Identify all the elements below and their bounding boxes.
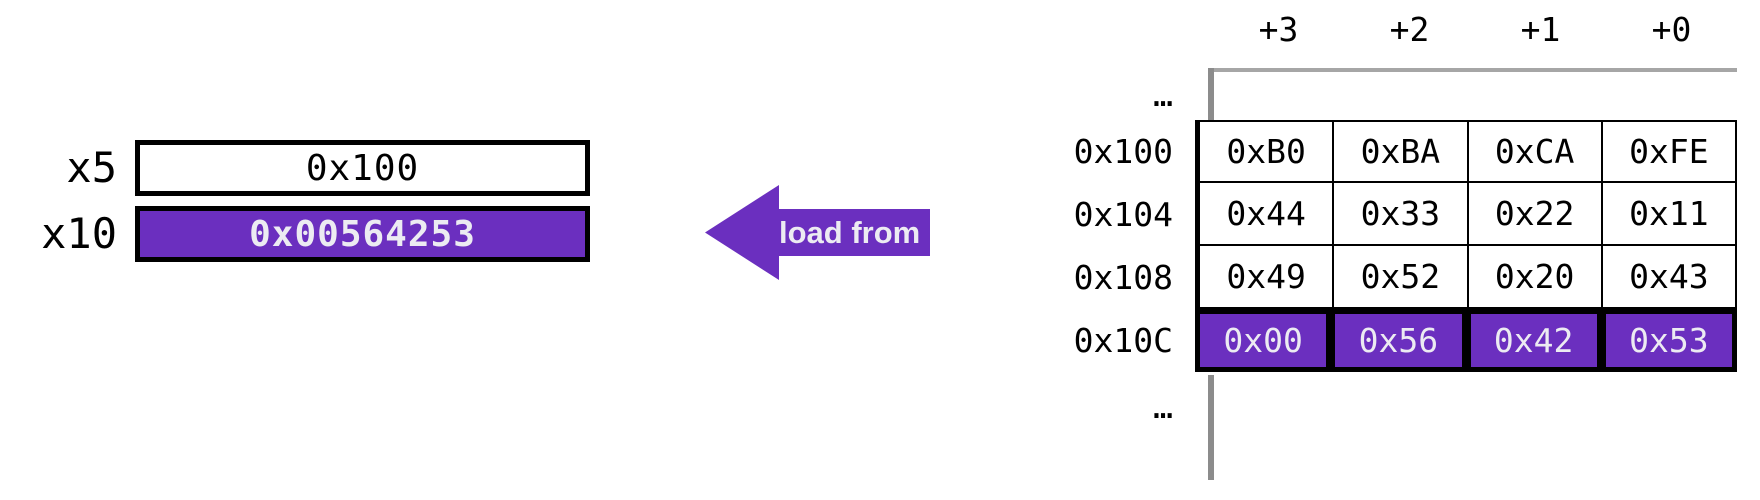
memory-row-cells: 0x44 0x33 0x22 0x11 xyxy=(1195,183,1737,246)
memory-byte-cell: 0x22 xyxy=(1466,183,1601,246)
memory-row-cells: 0x49 0x52 0x20 0x43 xyxy=(1195,246,1737,309)
memory-address-label: 0x10C xyxy=(1073,321,1173,360)
register-label-x10: x10 xyxy=(41,209,117,258)
register-row-x5: x5 0x100 xyxy=(0,140,640,196)
memory-row-cells: 0x00 0x56 0x42 0x53 xyxy=(1195,309,1737,372)
memory-byte-cell: 0xFE xyxy=(1600,120,1737,183)
memory-byte-cell-highlighted: 0x56 xyxy=(1330,309,1467,372)
register-row-x10: x10 0x00564253 xyxy=(0,206,640,262)
memory-address-label: 0x100 xyxy=(1073,132,1173,171)
register-value-box-x10: 0x00564253 xyxy=(135,206,590,262)
memory-byte-cell: 0xB0 xyxy=(1195,120,1333,183)
memory-byte-cell: 0xBA xyxy=(1332,120,1467,183)
memory-row: 0x108 0x49 0x52 0x20 0x43 xyxy=(965,246,1737,309)
memory-ellipsis-above: … xyxy=(1153,75,1173,114)
memory-table: +3 +2 +1 +0 … … 0x100 0xB0 0xBA 0xCA 0xF… xyxy=(965,0,1745,500)
memory-byte-cell: 0x33 xyxy=(1332,183,1467,246)
memory-column-header-plus2: +2 xyxy=(1389,10,1430,49)
memory-byte-cell: 0x44 xyxy=(1195,183,1333,246)
memory-row-highlighted: 0x10C 0x00 0x56 0x42 0x53 xyxy=(965,309,1737,372)
memory-byte-cell-highlighted: 0x42 xyxy=(1465,309,1602,372)
register-value-box-x5: 0x100 xyxy=(135,140,590,196)
load-from-arrow: load from xyxy=(705,185,930,280)
memory-byte-cell: 0x43 xyxy=(1600,246,1737,309)
memory-ellipsis-below: … xyxy=(1153,387,1173,426)
memory-column-header-plus0: +0 xyxy=(1651,10,1692,49)
memory-byte-cell: 0xCA xyxy=(1466,120,1601,183)
register-label-x5: x5 xyxy=(66,143,117,192)
memory-byte-cell-highlighted: 0x00 xyxy=(1195,309,1332,372)
memory-byte-cell: 0x49 xyxy=(1195,246,1333,309)
memory-row: 0x104 0x44 0x33 0x22 0x11 xyxy=(965,183,1737,246)
memory-address-label: 0x104 xyxy=(1073,195,1173,234)
left-arrow-icon xyxy=(705,185,930,280)
memory-byte-cell: 0x11 xyxy=(1600,183,1737,246)
memory-byte-cell: 0x20 xyxy=(1466,246,1601,309)
memory-byte-cell: 0x52 xyxy=(1332,246,1467,309)
memory-top-edge-rule xyxy=(1208,68,1737,72)
memory-column-headers: +3 +2 +1 +0 xyxy=(1213,8,1737,52)
memory-column-header-plus1: +1 xyxy=(1520,10,1561,49)
memory-left-rule-bottom xyxy=(1208,375,1214,480)
memory-row: 0x100 0xB0 0xBA 0xCA 0xFE xyxy=(965,120,1737,183)
memory-address-label: 0x108 xyxy=(1073,258,1173,297)
memory-column-header-plus3: +3 xyxy=(1258,10,1299,49)
memory-byte-cell-highlighted: 0x53 xyxy=(1600,309,1737,372)
memory-row-cells: 0xB0 0xBA 0xCA 0xFE xyxy=(1195,120,1737,183)
load-from-label: load from xyxy=(779,214,921,250)
memory-left-rule-top xyxy=(1208,68,1214,122)
register-file: x5 0x100 x10 0x00564253 xyxy=(0,140,640,300)
